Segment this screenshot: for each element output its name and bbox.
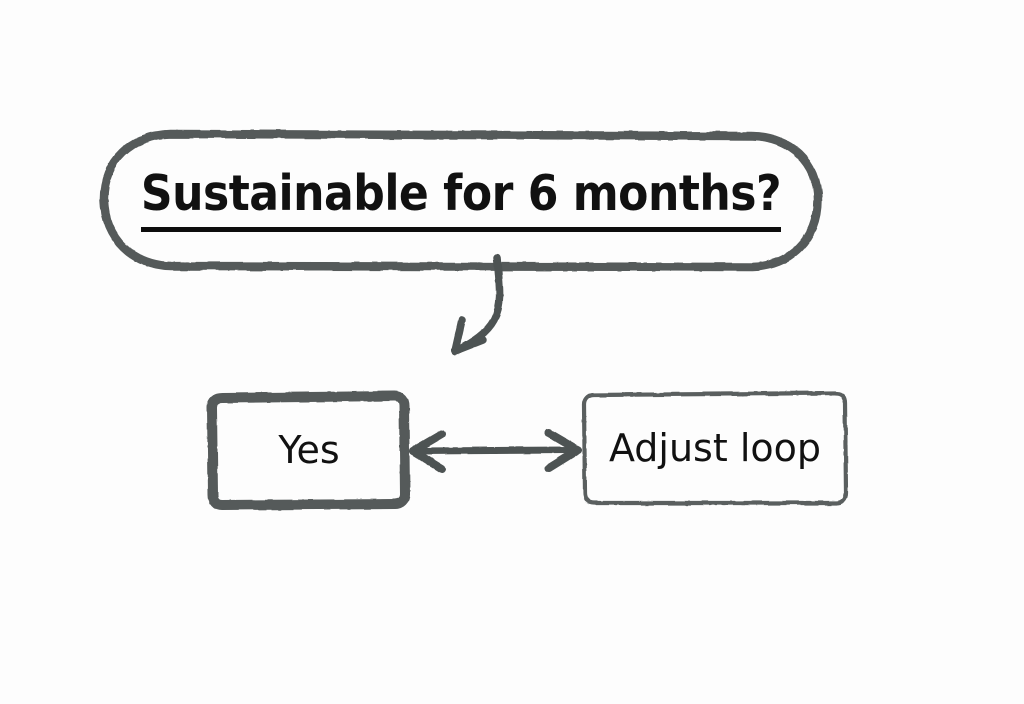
edge-decision-to-below[interactable] xyxy=(451,254,504,355)
node-adjust-shape[interactable] xyxy=(581,390,849,506)
edge-yes-adjust[interactable] xyxy=(409,429,582,473)
node-decision-shape[interactable] xyxy=(99,129,823,272)
node-yes-shape[interactable] xyxy=(207,391,410,510)
